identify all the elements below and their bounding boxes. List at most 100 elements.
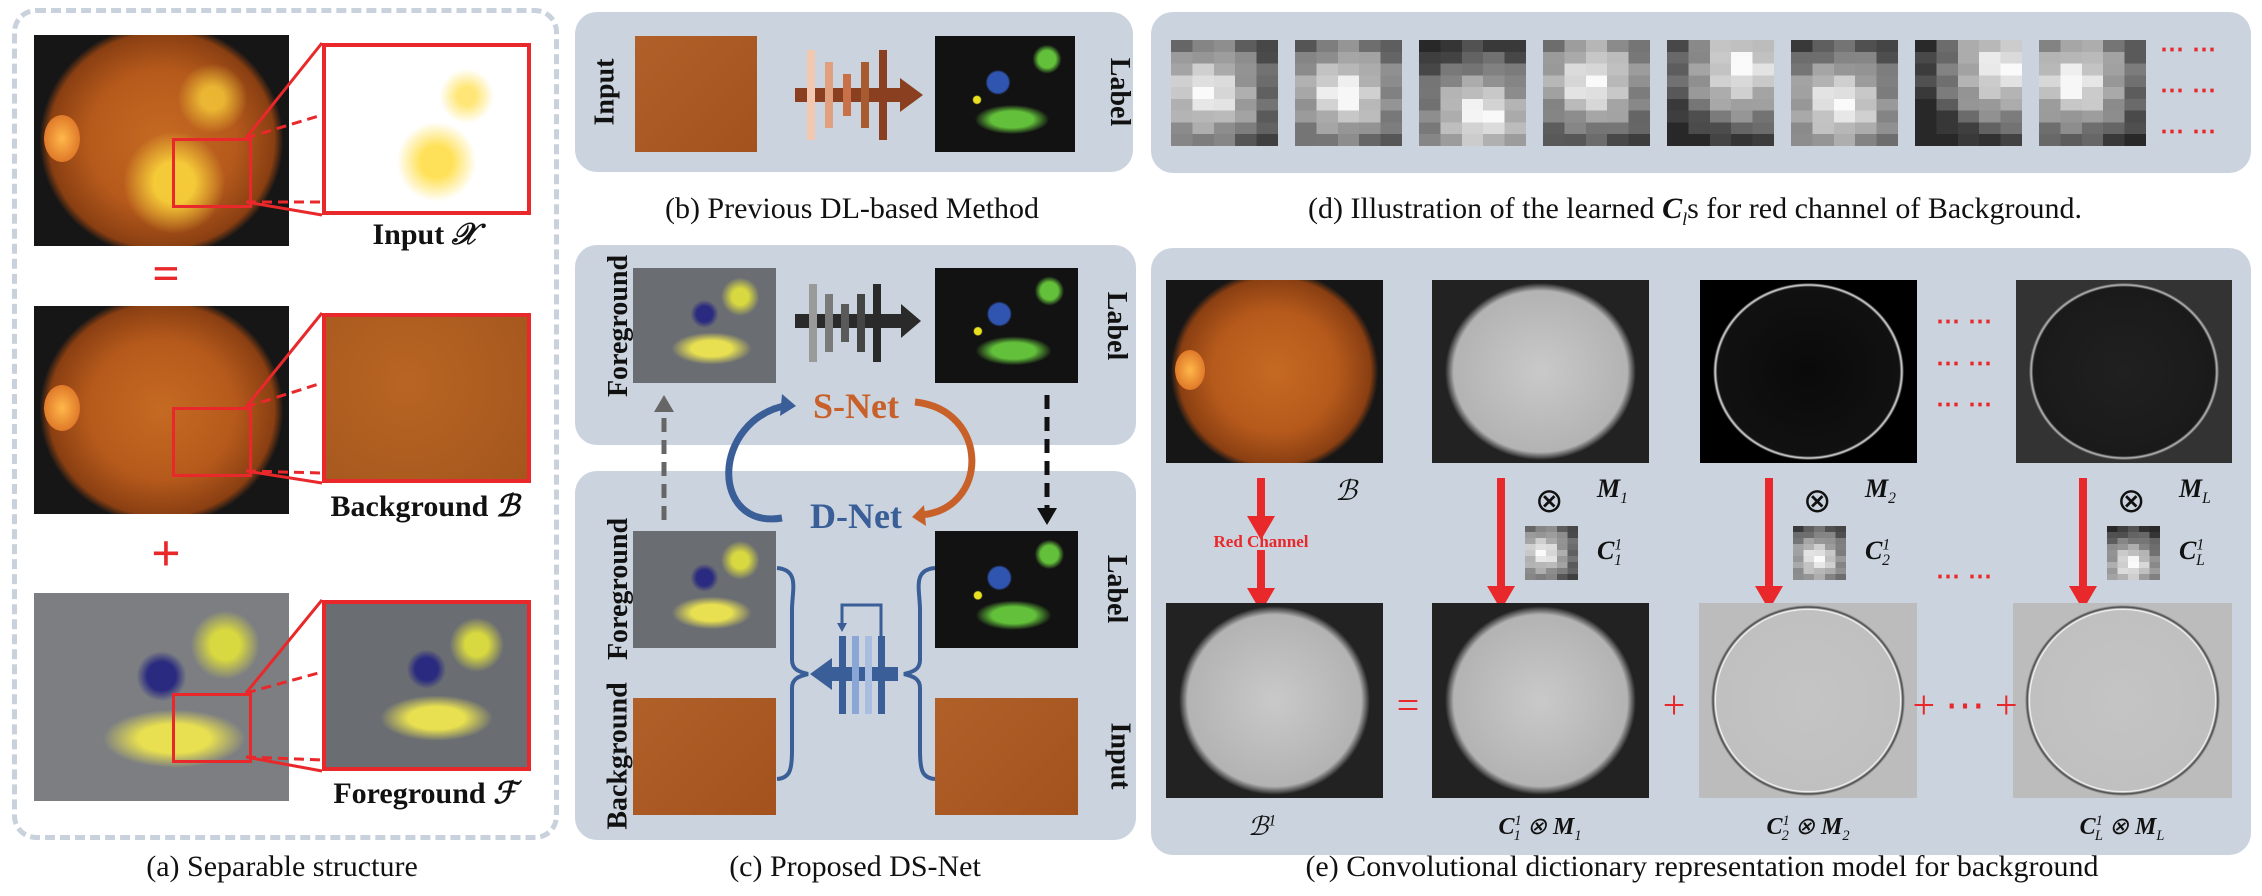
c-symbol: C (1865, 536, 1883, 565)
panel-d-dots-1: ⋯ ⋯ (2160, 37, 2217, 63)
c2-m2-image (1699, 603, 1917, 798)
panel-d-dots-2: ⋯ ⋯ (2160, 78, 2217, 104)
m-sub: L (2202, 490, 2211, 508)
product-label-1: C11 ⊗ M1 (1498, 812, 1581, 845)
background-symbol: ℬ (495, 490, 520, 523)
b1-label: ℬ1 (1248, 812, 1276, 842)
c-sub: L (2094, 827, 2103, 844)
cl-ml-image (2013, 603, 2232, 798)
c-sup: 1 (2196, 536, 2205, 554)
kernel-7 (1915, 40, 2022, 146)
plus-op: + (1662, 682, 1686, 728)
foreground-zoom-image (322, 600, 531, 771)
c-sup: 1 (2095, 813, 2103, 829)
m-symbol: M (1820, 814, 1843, 840)
background-label: Background ℬ (331, 489, 520, 524)
zoom-connector-lines (244, 42, 324, 773)
map-m1-image (1432, 280, 1649, 463)
c-sub: 1 (1614, 552, 1622, 570)
caption-suffix: s for red channel of Background. (1687, 192, 2082, 225)
red-channel-arrow-top (1247, 478, 1275, 540)
c-sub: L (2196, 552, 2205, 570)
conv-arrow-1 (1487, 478, 1515, 610)
kernel-4 (1543, 40, 1650, 146)
dictionary-kernel-1 (1525, 526, 1578, 580)
m-label: M2 (1865, 474, 1896, 508)
c-sup: 1 (1882, 536, 1891, 554)
plus-dots-op: + ⋯ + (1912, 682, 2018, 728)
kernel-8 (2039, 40, 2146, 146)
input-symbol: 𝒳 (451, 218, 478, 251)
panel-c-top-foreground-image (633, 268, 776, 383)
m-sub: 2 (1888, 490, 1896, 508)
kernel-2 (1295, 40, 1402, 146)
red-channel-label: Red Channel (1213, 532, 1309, 551)
convolution-icon: ⊗ (1794, 814, 1815, 840)
caption-sub: l (1682, 209, 1688, 229)
caption-prefix: (d) Illustration of the learned (1308, 192, 1663, 225)
kernel-5 (1667, 40, 1774, 146)
m-label: ML (2179, 474, 2211, 508)
c-sub: 2 (1781, 827, 1789, 844)
panel-c-input-image (935, 698, 1078, 815)
s-net-label: S-Net (813, 386, 899, 426)
input-zoom-image (322, 43, 531, 215)
c1-m1-image (1432, 603, 1649, 798)
dictionary-kernel-3 (2107, 526, 2160, 580)
conv-arrow-2 (1755, 478, 1783, 610)
c-label: C11 (1597, 536, 1622, 570)
panel-e-dots-4: ⋯ ⋯ (1936, 564, 1993, 590)
panel-c-bottom-label-label: Label (1101, 554, 1133, 624)
b1-symbol: ℬ (1247, 812, 1269, 841)
conv-arrow-l (2069, 478, 2097, 610)
c-sup: 1 (1614, 536, 1623, 554)
plus-sign: + (151, 525, 181, 583)
cycle-arrows (654, 394, 1057, 781)
product-label-2: C12 ⊗ M2 (1766, 812, 1849, 845)
panel-e-caption: (e) Convolutional dictionary representat… (1305, 850, 2099, 883)
m-sub: 2 (1842, 827, 1850, 844)
kernel-6 (1791, 40, 1898, 146)
input-roi-box (172, 138, 252, 208)
panel-c-bottom-input-label: Input (1104, 722, 1136, 790)
panel-e-dots-2: ⋯ ⋯ (1936, 351, 1993, 377)
c-symbol: C (1766, 814, 1783, 840)
foreground-image (34, 593, 289, 801)
panel-c-bottom-background-label: Background (602, 682, 634, 830)
background-b-image (1166, 280, 1383, 463)
foreground-symbol: ℱ (493, 777, 517, 810)
dictionary-kernel-2 (1793, 526, 1846, 580)
foreground-label: Foreground ℱ (333, 776, 516, 811)
c-symbol: C (1498, 814, 1515, 840)
panel-c-bottom-label-image (935, 531, 1078, 648)
kernel-3 (1419, 40, 1526, 146)
convolution-icon: ⊗ (2108, 814, 2129, 840)
m-sub: 1 (1620, 490, 1628, 508)
panel-b-label-label: Label (1104, 57, 1136, 127)
m-symbol: M (2179, 474, 2203, 503)
convolution-icon: ⊗ (1535, 483, 1564, 520)
equals-sign: = (152, 247, 180, 301)
c-symbol: C (1597, 536, 1615, 565)
c-sup: 1 (1782, 813, 1790, 829)
c-label: C1L (2179, 536, 2205, 570)
b-symbol: ℬ (1335, 476, 1358, 507)
d-net-label: D-Net (810, 496, 902, 536)
background-roi-box (172, 407, 252, 477)
m-sub: 1 (1574, 827, 1582, 844)
c-label: C12 (1865, 536, 1890, 570)
panel-e-dots-1: ⋯ ⋯ (1936, 309, 1993, 335)
panel-a-caption: (a) Separable structure (146, 850, 418, 883)
panel-c-background-image (633, 698, 776, 815)
panel-d-dots-3: ⋯ ⋯ (2160, 119, 2217, 145)
panel-c-caption: (c) Proposed DS-Net (729, 850, 981, 883)
map-m2-image (1700, 280, 1917, 463)
background-fundus-image (34, 306, 289, 514)
foreground-label-text: Foreground (333, 777, 486, 810)
input-label-text: Input (372, 218, 445, 251)
c-sub: 2 (1882, 552, 1890, 570)
background-label-text: Background (330, 490, 489, 523)
product-label-3: C1L ⊗ ML (2080, 812, 2165, 845)
input-label: Input 𝒳 (372, 218, 477, 252)
